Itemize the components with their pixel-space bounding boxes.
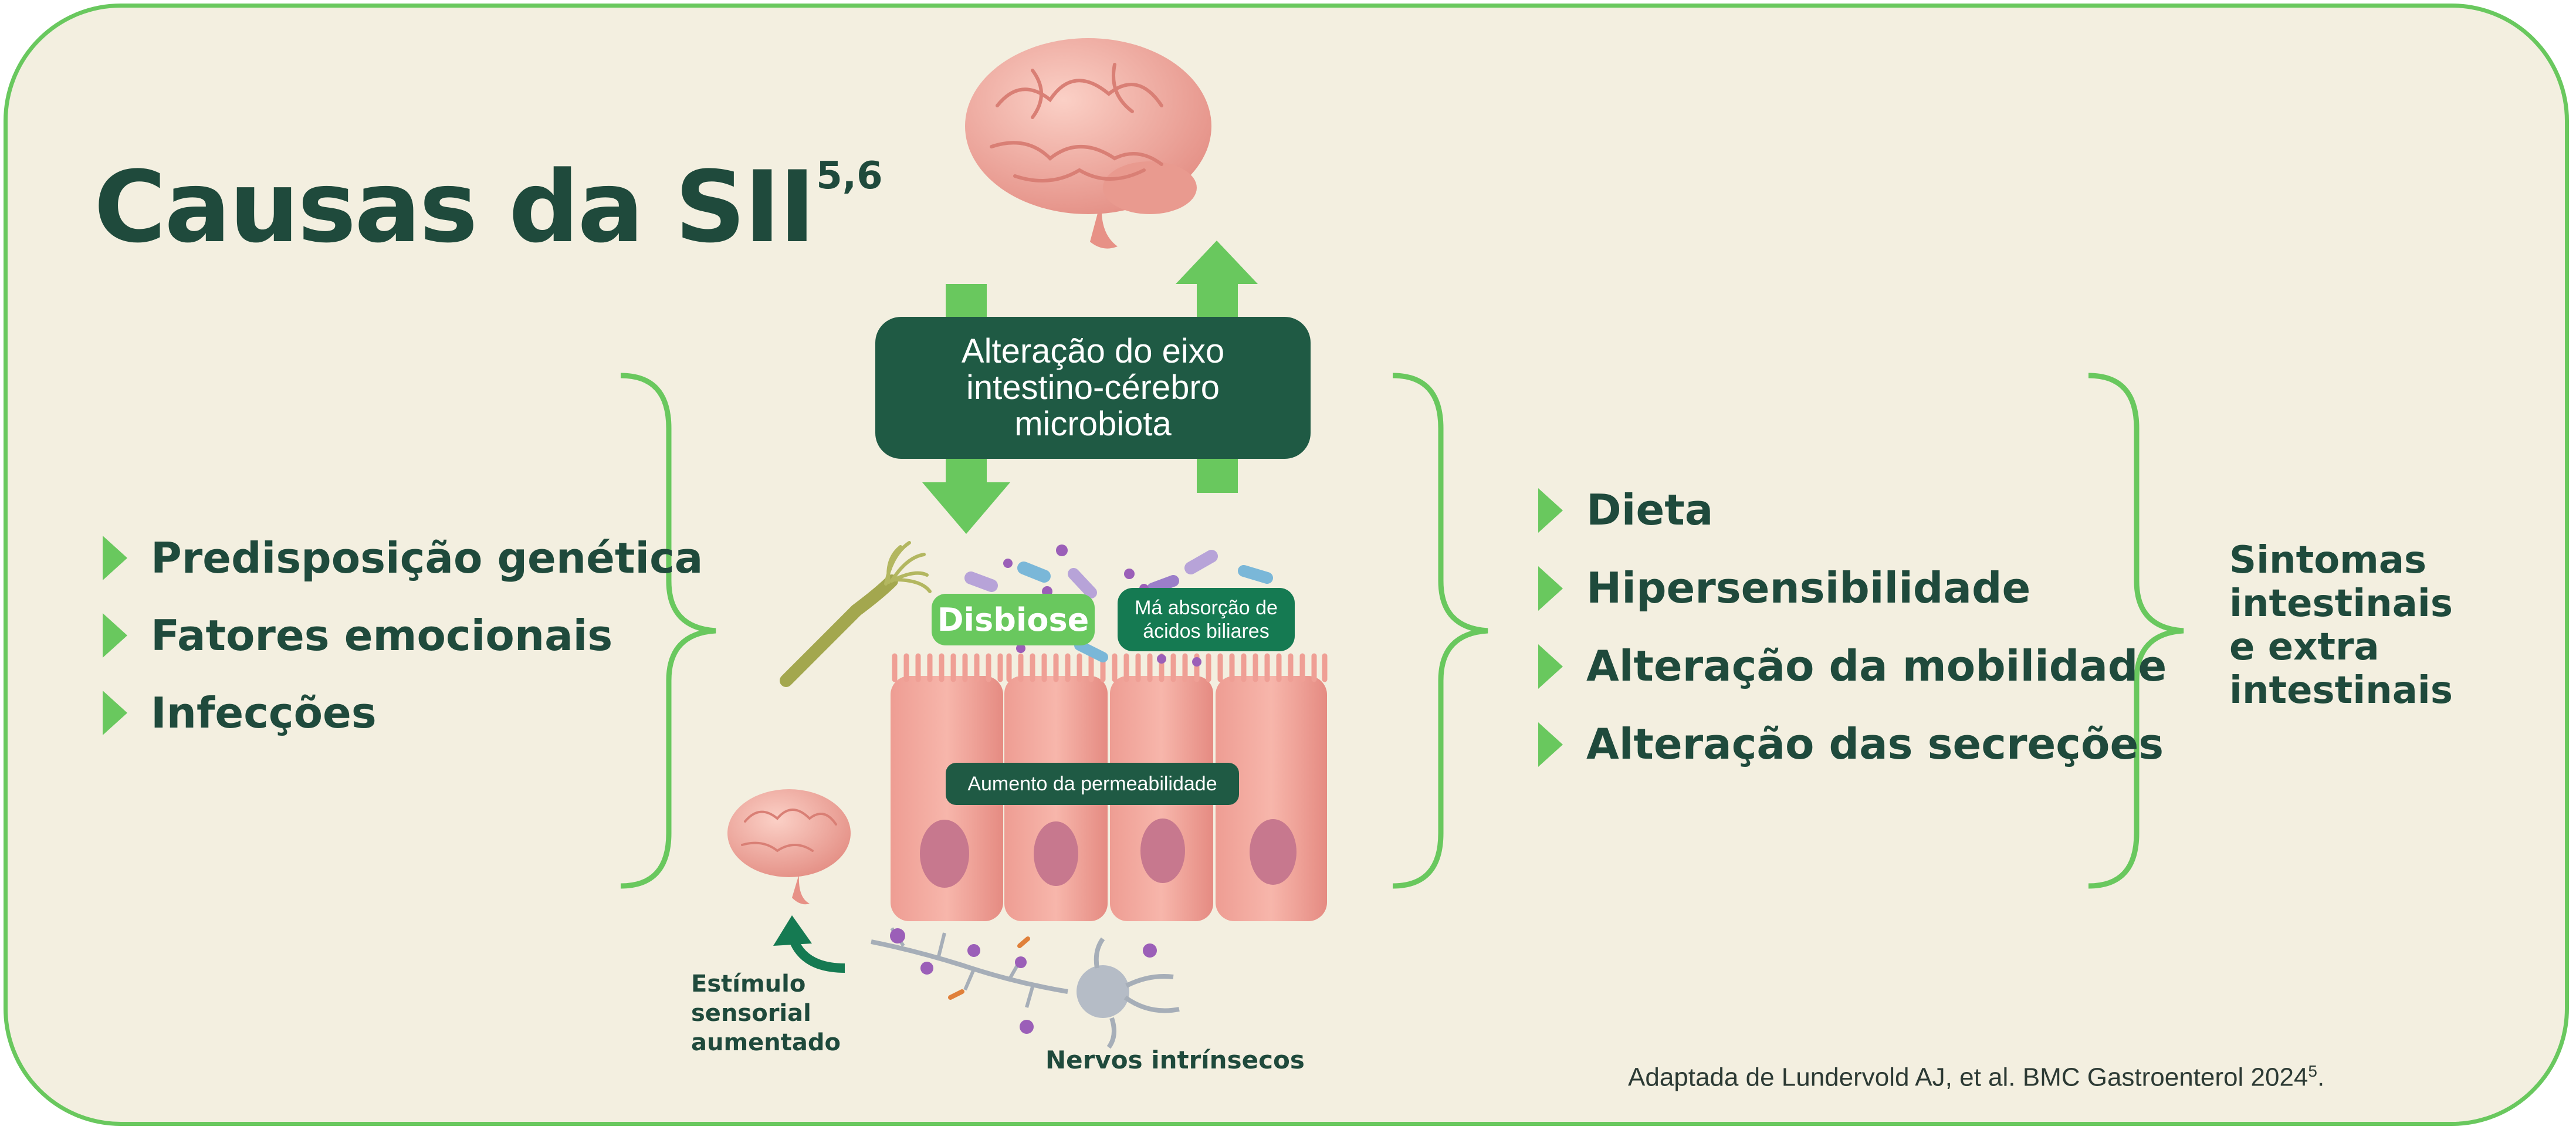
caption-line: Estímulo	[691, 970, 806, 997]
right-factor-item: Dieta	[1532, 471, 2167, 549]
axis-line: intestino-cérebro	[966, 368, 1220, 407]
left-factor-list: Predisposição genética Fatores emocionai…	[97, 519, 703, 752]
left-factor-item: Fatores emocionais	[97, 597, 703, 674]
caption-line: aumentado	[691, 1029, 841, 1056]
title-text: Causas da SII	[94, 150, 815, 265]
bile-line: ácidos biliares	[1143, 620, 1270, 642]
outcome-line: intestinais	[2229, 582, 2453, 625]
brace-left	[620, 373, 716, 889]
brace-middle	[1392, 373, 1488, 889]
small-brain-icon	[727, 789, 851, 905]
neuron-icon	[871, 927, 1180, 1049]
right-factor-list: Dieta Hipersensibilidade Alteração da mo…	[1532, 471, 2167, 783]
axis-line: microbiota	[1014, 405, 1172, 443]
outcome-line: e extra	[2229, 625, 2379, 669]
left-factor-item: Predisposição genética	[97, 519, 703, 597]
right-factor-item: Alteração da mobilidade	[1532, 627, 2167, 705]
right-factor-item: Alteração das secreções	[1532, 705, 2167, 783]
dysbiosis-label: Disbiose	[932, 594, 1095, 645]
source-citation: Adaptada de Lundervold AJ, et al. BMC Ga…	[1628, 1062, 2324, 1093]
bacteria-icons	[964, 544, 1273, 667]
intrinsic-nerves-caption: Nervos intrínsecos	[1045, 1046, 1305, 1074]
page-title: Causas da SII5,6	[94, 150, 883, 265]
permeability-label: Aumento da permeabilidade	[946, 763, 1239, 805]
symptoms-outcome: Sintomas intestinais e extra intestinais	[2229, 539, 2453, 712]
background-panel	[4, 4, 2569, 1126]
axis-line: Alteração do eixo	[961, 332, 1225, 370]
caption-line: sensorial	[691, 1000, 811, 1027]
brace-right	[2088, 373, 2184, 889]
source-text: Adaptada de Lundervold AJ, et al. BMC Ga…	[1628, 1063, 2308, 1092]
left-factor-item: Infecções	[97, 674, 703, 752]
bile-line: Má absorção de	[1135, 597, 1278, 619]
gut-brain-axis-box: Alteração do eixo intestino-cérebro micr…	[875, 317, 1311, 459]
right-factor-item: Hipersensibilidade	[1532, 549, 2167, 627]
outcome-line: Sintomas	[2229, 539, 2427, 582]
outcome-line: intestinais	[2229, 669, 2453, 712]
bacterium-flagellum-icon	[780, 541, 932, 687]
source-suffix: .	[2317, 1063, 2325, 1092]
sensory-stimulus-caption: Estímulo sensorial aumentado	[691, 969, 841, 1057]
title-reference: 5,6	[816, 154, 883, 198]
source-reference: 5	[2308, 1062, 2317, 1080]
curved-arrow-icon	[773, 915, 845, 973]
brain-icon	[965, 38, 1211, 249]
bile-malabsorption-label: Má absorção de ácidos biliares	[1118, 588, 1295, 651]
